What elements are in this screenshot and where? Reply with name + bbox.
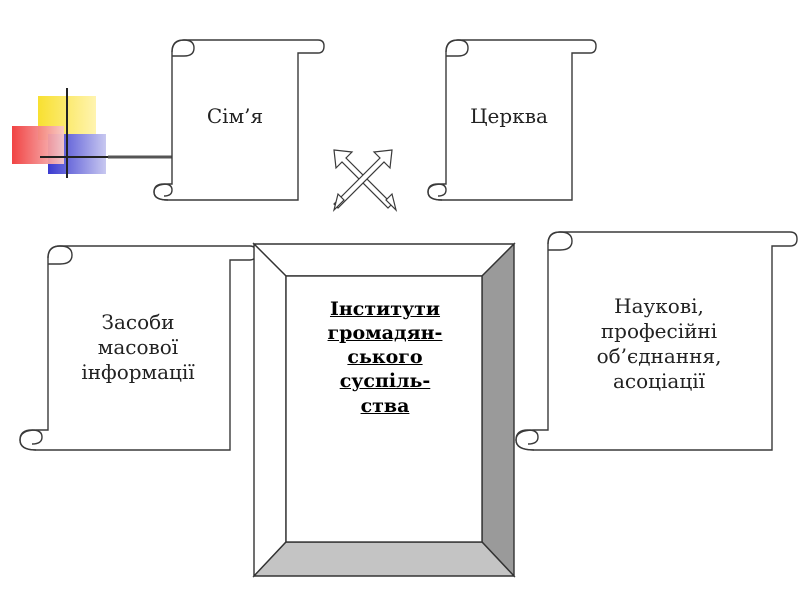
center-title-line: Інститути [329,298,441,320]
scroll-media [19,245,257,451]
center-title-line: ства [360,394,410,417]
media-label-line: масової [97,335,179,359]
media-label-line: інформації [81,360,195,384]
scroll-church [427,39,597,201]
science-label-line: асоціації [612,369,705,393]
science-label-line: об’єднання, [596,344,722,368]
church-label: Церква [470,104,548,128]
center-title-line: ського [347,346,423,369]
center-title-line: суспіль- [339,370,431,393]
scroll-science [515,231,798,451]
center-title-line: громадян- [327,322,443,345]
crossed-arrows-icon [332,149,398,212]
media-label-line: Засоби [101,310,175,334]
scroll-family [153,39,325,201]
science-label-line: професійні [600,319,718,343]
center-bevel-frame [252,242,516,578]
decorative-squares-logo [12,88,110,178]
science-label: Наукові, професійні об’єднання, асоціаці… [548,294,770,394]
media-label: Засоби масової інформації [48,310,228,385]
science-label-line: Наукові, [614,294,704,318]
center-title: Інститути громадян- ського суспіль- ства [288,297,482,418]
family-label: Сім’я [206,104,264,128]
